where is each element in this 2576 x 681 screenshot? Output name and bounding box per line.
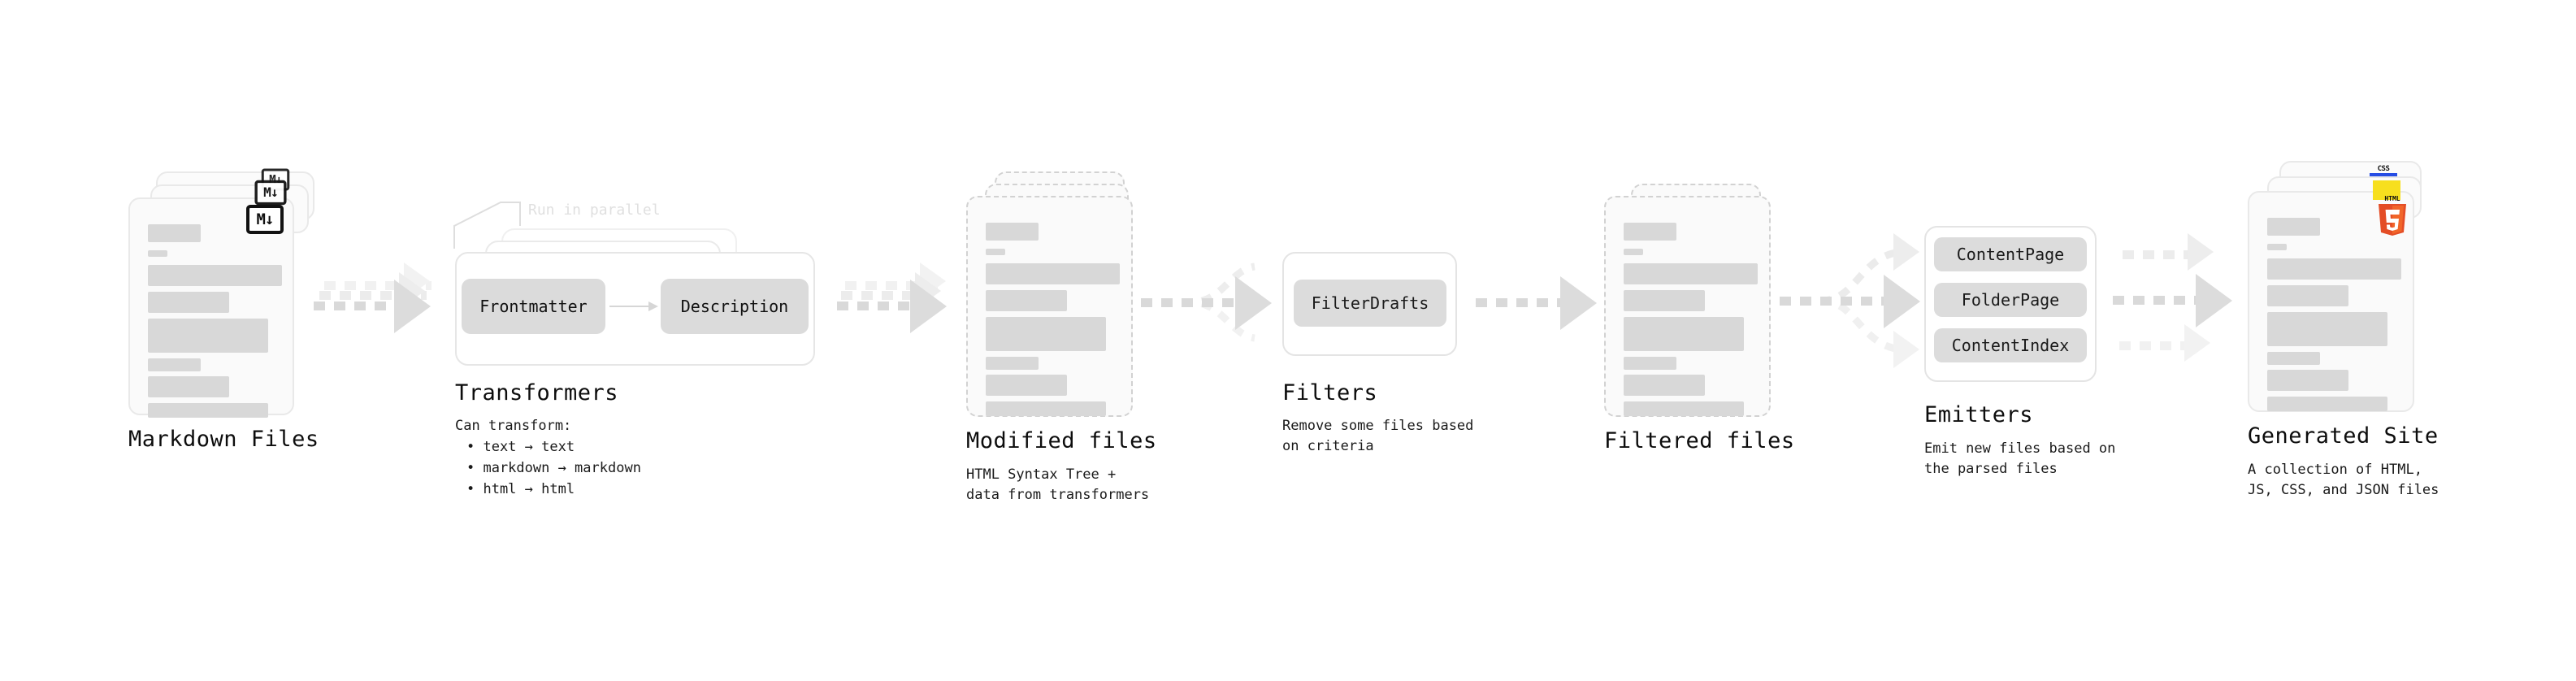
page-title-filters: Filters <box>1282 380 1378 406</box>
generated-site-subtitle: A collection of HTML, JS, CSS, and JSON … <box>2248 462 2439 498</box>
skeleton-line <box>2267 370 2348 391</box>
page-title-emitters: Emitters <box>1924 402 2034 427</box>
skeleton-line <box>2267 258 2401 280</box>
skeleton-line <box>986 249 1005 255</box>
emitters-subtitle: Emit new files based on the parsed files <box>1924 440 2116 477</box>
transformer-chip-frontmatter[interactable]: Frontmatter <box>462 279 605 334</box>
skeleton-line <box>1624 290 1705 311</box>
transformers-bullet-0: • text → text <box>466 439 575 455</box>
modified-card-front <box>966 196 1133 417</box>
skeleton-line <box>148 376 229 397</box>
transformers-subtitle: Can transform: <box>455 418 572 434</box>
page-title-transformers: Transformers <box>455 380 619 406</box>
skeleton-line <box>1624 317 1744 351</box>
skeleton-line <box>986 223 1039 241</box>
page-title-generated-site: Generated Site <box>2248 423 2439 449</box>
transformers-bullet-1: • markdown → markdown <box>466 460 641 476</box>
skeleton-line <box>986 375 1067 396</box>
markdown-badge: M↓ <box>246 205 284 234</box>
skeleton-line <box>986 290 1067 311</box>
skeleton-line <box>2267 244 2287 250</box>
emitters-chip-contentpage[interactable]: ContentPage <box>1934 237 2087 271</box>
skeleton-line <box>986 263 1120 284</box>
transformer-connector-front <box>609 301 658 311</box>
skeleton-line <box>148 358 201 371</box>
filters-subtitle: Remove some files based on criteria <box>1282 418 1474 454</box>
skeleton-line <box>986 401 1106 416</box>
skeleton-line <box>986 357 1039 370</box>
skeleton-line <box>1624 249 1643 255</box>
parallel-note: Run in parallel <box>528 202 661 219</box>
skeleton-line <box>148 250 167 257</box>
skeleton-line <box>1624 375 1705 396</box>
skeleton-line <box>1624 263 1758 284</box>
skeleton-line <box>148 292 229 313</box>
transformers-bullet-2: • html → html <box>466 481 575 497</box>
filtered-card-front <box>1604 196 1771 417</box>
skeleton-line <box>2267 397 2387 411</box>
parallel-bracket <box>453 202 521 249</box>
skeleton-line <box>2267 352 2320 365</box>
skeleton-line <box>1624 223 1676 241</box>
skeleton-line <box>148 265 282 286</box>
markdown-badge-back1: M↓ <box>254 180 287 206</box>
skeleton-line <box>2267 312 2387 346</box>
page-title-modified-files: Modified files <box>966 428 1157 453</box>
page-title-filtered-files: Filtered files <box>1604 428 1795 453</box>
skeleton-line <box>1624 401 1744 416</box>
skeleton-line <box>1624 357 1676 370</box>
converge-path <box>1141 262 1256 342</box>
js-badge <box>2373 180 2400 200</box>
css-badge-underline <box>2370 173 2397 176</box>
page-title-markdown: Markdown Files <box>128 427 319 452</box>
css-badge: CSS <box>2370 166 2397 179</box>
skeleton-line <box>148 403 268 418</box>
skeleton-line <box>148 224 201 242</box>
skeleton-line <box>148 319 268 353</box>
html5-icon: HTML <box>2379 195 2406 236</box>
markdown-card-front <box>128 197 294 418</box>
skeleton-line <box>2267 218 2320 236</box>
filters-chip-filterdrafts[interactable]: FilterDrafts <box>1294 280 1446 327</box>
svg-text:HTML: HTML <box>2384 195 2400 202</box>
modified-files-subtitle: HTML Syntax Tree + data from transformer… <box>966 466 1150 503</box>
transformer-chip-description[interactable]: Description <box>661 279 809 334</box>
css-badge-label: CSS <box>2377 165 2390 173</box>
skeleton-line <box>986 317 1106 351</box>
emitters-chip-folderpage[interactable]: FolderPage <box>1934 283 2087 317</box>
skeleton-line <box>2267 285 2348 306</box>
emitters-chip-contentindex[interactable]: ContentIndex <box>1934 328 2087 362</box>
